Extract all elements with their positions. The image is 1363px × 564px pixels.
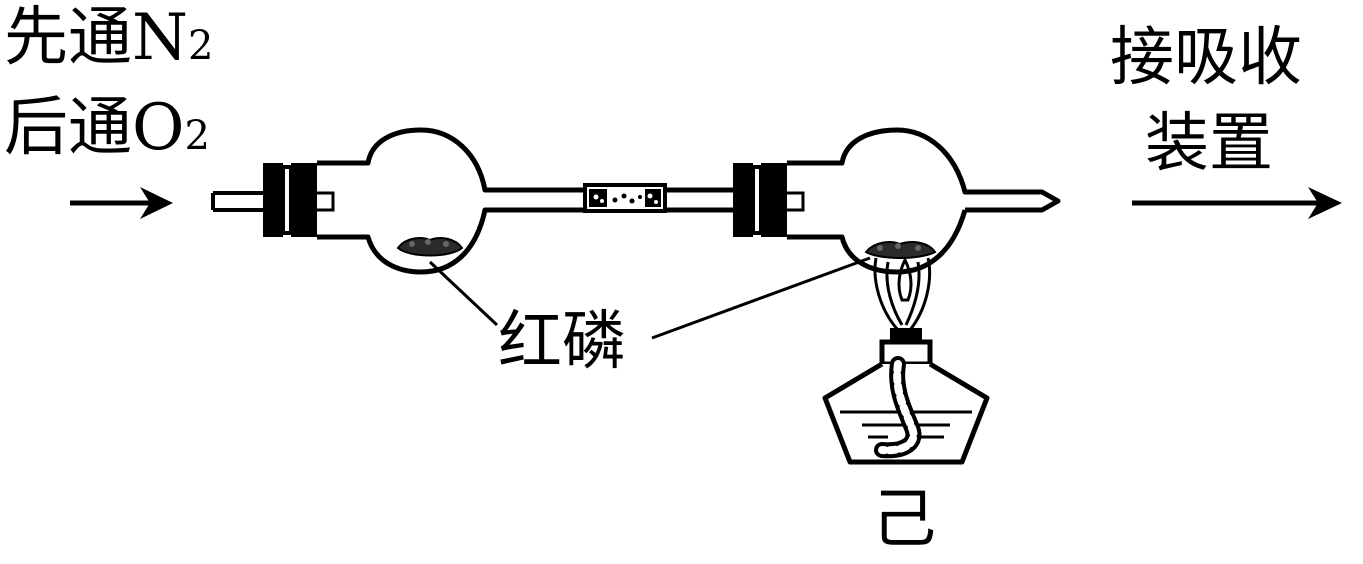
inlet-tube: [211, 191, 335, 212]
right-red-phosphorus: [864, 241, 937, 259]
inlet-label-line1: 先通N2: [4, 6, 213, 70]
outlet-label-line1: 接吸收: [1110, 21, 1302, 95]
inlet-line2-text: 后通O: [4, 91, 185, 165]
outlet-label-line2: 装置: [1145, 107, 1273, 181]
burner-label: 己: [872, 483, 936, 557]
inlet-line1-subscript: 2: [188, 23, 214, 69]
right-bulb-tube: [787, 127, 1061, 275]
inlet-label-line2: 后通O2: [4, 96, 210, 160]
left-bulb-tube: [317, 127, 585, 275]
red-phosphorus-label: 红磷: [498, 305, 626, 379]
left-red-phosphorus: [396, 237, 464, 257]
phosphorus-leader-lines: [428, 256, 871, 340]
middle-packed-tube: [583, 183, 735, 213]
alcohol-lamp: [822, 328, 990, 465]
left-stopper: [263, 163, 317, 237]
right-stopper: [733, 163, 805, 237]
outlet-arrow: [1132, 187, 1342, 219]
flame: [873, 256, 932, 332]
inlet-arrow: [70, 187, 173, 219]
inlet-line1-text: 先通N: [4, 1, 188, 75]
inlet-line2-subscript: 2: [184, 113, 210, 159]
